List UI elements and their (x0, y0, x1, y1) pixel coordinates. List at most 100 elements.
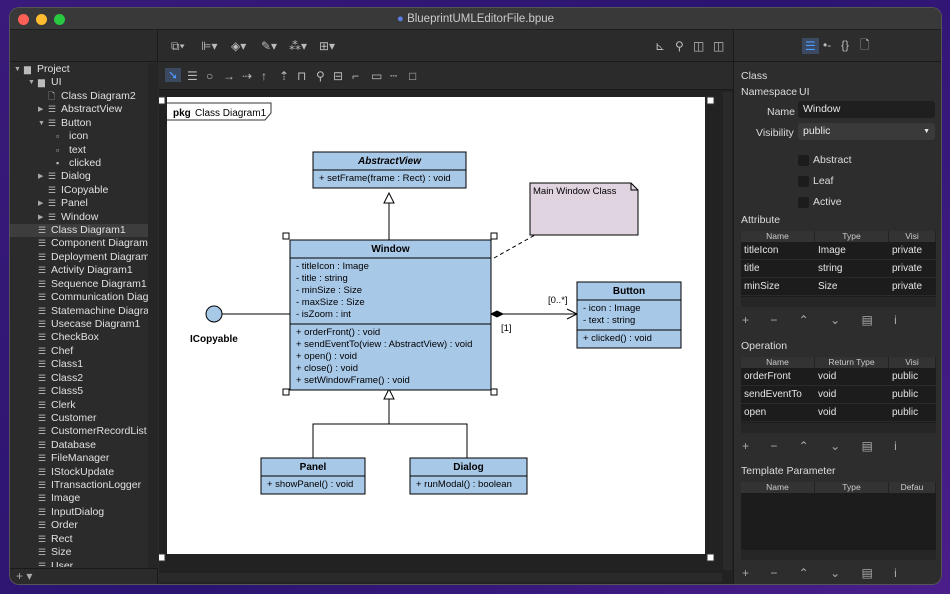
package-tool-icon[interactable]: ⊓ (297, 69, 307, 83)
tree-item[interactable]: ▫icon (10, 130, 148, 143)
code-tab-icon[interactable]: {} (841, 38, 850, 52)
tree-item[interactable]: ☰IStockUpdate (10, 466, 148, 479)
column-header[interactable]: Return Type (815, 357, 889, 368)
attribute-toolbar[interactable]: + − ⌃ ⌄ ▤ i (742, 313, 906, 327)
template-hscrollbar[interactable] (741, 550, 936, 560)
generalization-line[interactable] (312, 399, 468, 458)
realization-tool-icon[interactable]: ⇡ (279, 69, 290, 83)
class-window[interactable]: Window- titleIcon : Image- title : strin… (289, 239, 492, 391)
operation-toolbar[interactable]: + − ⌃ ⌄ ▤ i (742, 439, 906, 453)
tree-item[interactable]: ☰Customer (10, 412, 148, 425)
tree-item[interactable]: ☰Statemachine Diagra... (10, 305, 148, 318)
attribute-hscrollbar[interactable] (741, 297, 936, 307)
connector-tool-icon[interactable]: ⌐ (352, 69, 360, 83)
class-diagram[interactable]: pkg Class Diagram1 ICopyable [0..*] [1] … (157, 90, 733, 584)
project-tree[interactable]: ▼▆Project▼▆UI🗋Class Diagram2▶☰AbstractVi… (10, 63, 148, 567)
tree-item[interactable]: ☰User (10, 560, 148, 567)
right-panel-toggle-icon[interactable]: ◫ (713, 39, 725, 53)
tree-item[interactable]: ☰ICopyable (10, 184, 148, 197)
disclosure-collapsed-icon[interactable]: ▶ (38, 213, 44, 221)
tree-item[interactable]: ☰Communication Diag... (10, 291, 148, 304)
tree-item[interactable]: ☰InputDialog (10, 506, 148, 519)
canvas-hscrollbar[interactable] (159, 573, 722, 582)
tree-item[interactable]: ☰FileManager (10, 452, 148, 465)
tree-item[interactable]: 🗋Class Diagram2 (10, 90, 148, 103)
tree-item[interactable]: ☰Rect (10, 533, 148, 546)
diagram-canvas[interactable]: pkg Class Diagram1 ICopyable [0..*] [1] … (157, 90, 733, 584)
tree-item[interactable]: ☰Class1 (10, 358, 148, 371)
abstract-checkbox[interactable] (798, 155, 809, 166)
document-tab-icon[interactable]: 🗋 (860, 38, 870, 52)
tree-item[interactable]: ☰Class2 (10, 372, 148, 385)
port-tool-icon[interactable]: ⚲ (316, 69, 325, 83)
operation-hscrollbar[interactable] (741, 423, 936, 433)
tree-item[interactable]: ☰Sequence Diagram1 (10, 278, 148, 291)
dependency-tool-icon[interactable]: ⇢ (242, 69, 253, 83)
align-icon[interactable]: ⊫▾ (201, 39, 218, 53)
tree-item[interactable]: ☰Size (10, 546, 148, 559)
tree-item[interactable]: ☰Chef (10, 345, 148, 358)
auto-layout-icon[interactable]: ⊞▾ (319, 39, 336, 53)
minimize-button[interactable] (36, 14, 47, 25)
tree-item[interactable]: ☰Activity Diagram1 (10, 264, 148, 277)
column-header[interactable]: Visi (889, 231, 936, 242)
template-toolbar[interactable]: + − ⌃ ⌄ ▤ i (742, 566, 906, 580)
disclosure-collapsed-icon[interactable]: ▶ (38, 173, 44, 181)
note-link[interactable] (493, 234, 536, 259)
class-panel[interactable]: Panel+ showPanel() : void (260, 457, 366, 495)
tree-item[interactable]: ▶☰Panel (10, 197, 148, 210)
tree-item[interactable]: ▼▆UI (10, 76, 148, 89)
class-abstract-view[interactable]: AbstractView+ setFrame(frame : Rect) : v… (312, 151, 467, 189)
connections-tab-icon[interactable]: •- (823, 38, 832, 52)
column-header[interactable]: Visi (889, 357, 936, 368)
tree-item[interactable]: ▶☰Dialog (10, 170, 148, 183)
disclosure-collapsed-icon[interactable]: ▶ (38, 200, 44, 208)
tree-item[interactable]: ☰Usecase Diagram1 (10, 318, 148, 331)
column-header[interactable]: Defau (889, 482, 936, 493)
tree-item[interactable]: ☰Class Diagram1 (10, 224, 148, 238)
pin-icon[interactable]: ⚲ (675, 39, 684, 53)
disclosure-expanded-icon[interactable]: ▼ (14, 66, 21, 73)
tree-item[interactable]: ▶☰AbstractView (10, 103, 148, 116)
note-link-tool-icon[interactable]: ┄ (390, 69, 398, 83)
tree-item[interactable]: ▼☰Button (10, 117, 148, 130)
note[interactable]: Main Window Class (529, 182, 639, 236)
disclosure-expanded-icon[interactable]: ▼ (28, 79, 35, 87)
interface-tool-icon[interactable]: ○ (206, 69, 214, 83)
column-header[interactable]: Type (815, 482, 889, 493)
layout-icon[interactable]: ⁂▾ (289, 39, 308, 53)
tree-item[interactable]: ▼▆Project (10, 63, 148, 76)
visibility-select[interactable]: public▼ (798, 123, 935, 140)
class-tool-icon[interactable]: ☰ (187, 69, 198, 83)
add-menu-button[interactable]: + ▾ (10, 568, 158, 584)
note-tool-icon[interactable]: ▭ (371, 69, 383, 83)
frame-tool-icon[interactable]: □ (409, 69, 417, 83)
class-dialog[interactable]: Dialog+ runModal() : boolean (409, 457, 528, 495)
active-checkbox[interactable] (798, 197, 809, 208)
close-button[interactable] (18, 14, 29, 25)
connector-style-icon[interactable]: ⊾ (655, 39, 666, 53)
column-header[interactable]: Type (815, 231, 889, 242)
tree-item[interactable]: ☰Order (10, 519, 148, 532)
canvas-vscrollbar[interactable] (723, 92, 732, 570)
tree-item[interactable]: ▫text (10, 144, 148, 157)
selection-handles[interactable] (282, 232, 498, 396)
fill-color-icon[interactable]: ◈▾ (231, 39, 247, 53)
tree-item[interactable]: ☰Database (10, 439, 148, 452)
tree-item[interactable]: ☰ITransactionLogger (10, 479, 148, 492)
tree-item[interactable]: ▪clicked (10, 157, 148, 170)
name-field[interactable]: Window (798, 101, 935, 118)
tree-item[interactable]: ☰Class5 (10, 385, 148, 398)
column-header[interactable]: Name (741, 231, 815, 242)
association-tool-icon[interactable]: → (223, 69, 235, 83)
line-color-icon[interactable]: ✎▾ (261, 39, 278, 53)
tree-item[interactable]: ☰Component Diagram1 (10, 237, 148, 250)
